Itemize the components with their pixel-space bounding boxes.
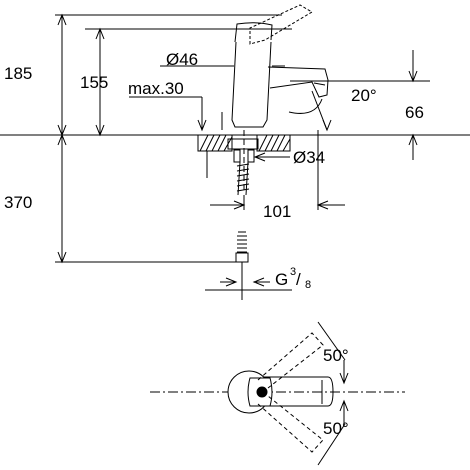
faucet-elevation	[231, 4, 332, 132]
dim-deck-thickness: max.30	[128, 79, 184, 98]
dim-total-height: 185	[4, 64, 32, 83]
dim-lever-angle-front: 50°	[323, 419, 349, 438]
faucet-body	[231, 41, 272, 128]
dim-spout-height: 155	[80, 73, 108, 92]
supply-hose	[235, 161, 250, 300]
faucet-plan-view	[150, 321, 405, 466]
dim-connection-denominator: 8	[305, 279, 311, 291]
base-diameter-leader	[253, 152, 290, 162]
dim-spout-projection: 101	[263, 202, 291, 221]
dimension-185	[57, 13, 67, 137]
plan-spout	[262, 376, 334, 407]
dimension-101	[210, 130, 345, 210]
connection-dimension	[220, 277, 270, 287]
dim-hose-length: 370	[4, 193, 32, 212]
lever-rotated-back	[257, 332, 324, 389]
faucet-cap	[234, 22, 273, 43]
dim-connection-numerator: 3	[290, 266, 296, 278]
dimension-66	[408, 50, 418, 160]
dim-connection-slash: /	[296, 270, 301, 289]
dim-spout-clearance: 66	[405, 103, 424, 122]
dim-base-diameter: Ø34	[293, 148, 325, 167]
spray-arc	[288, 98, 323, 114]
lever-rotated-front	[257, 395, 324, 453]
hole-dimensions	[129, 65, 285, 178]
extension-lines	[0, 14, 470, 291]
dim-connection-thread: G	[275, 270, 288, 289]
dim-spout-angle: 20°	[351, 86, 377, 105]
dim-lever-angle-back: 50°	[323, 346, 349, 365]
lever-outline	[249, 4, 313, 45]
faucet-spout	[267, 66, 329, 98]
dimension-370	[57, 133, 67, 264]
dim-hole-diameter: Ø46	[166, 50, 198, 69]
deck-section	[197, 130, 291, 190]
dimension-155	[95, 27, 105, 137]
